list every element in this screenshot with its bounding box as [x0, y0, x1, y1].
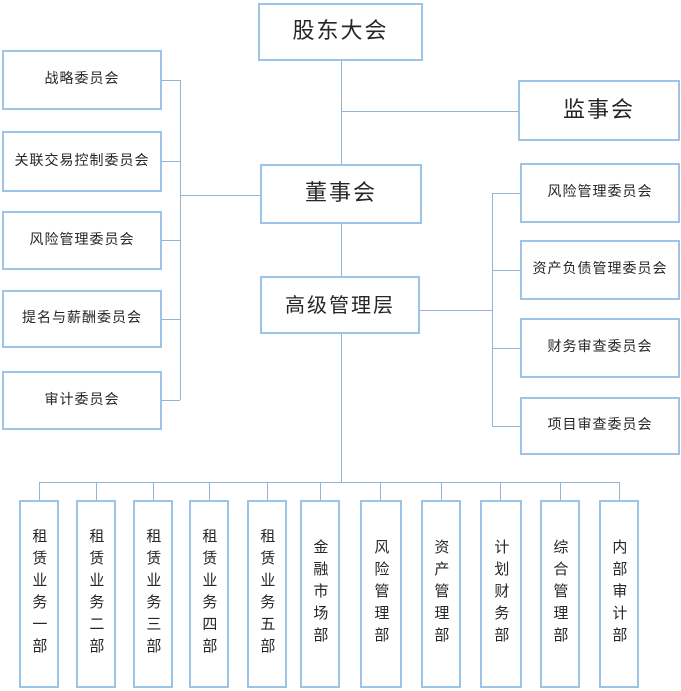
- connector-left-stub: [162, 240, 180, 241]
- connector-right-stub: [492, 426, 520, 427]
- connector-left-spine: [180, 80, 181, 400]
- connector-board-senior: [341, 224, 342, 276]
- connector-dept-stub: [209, 482, 210, 500]
- node-shareholders-meeting: 股东大会: [258, 3, 423, 61]
- connector-left-stub: [162, 319, 180, 320]
- connector-left-spine-board: [180, 195, 260, 196]
- connector-right-stub: [492, 193, 520, 194]
- node-dept-leasing-5: 租赁业务五部: [247, 500, 287, 688]
- connector-dept-stub: [441, 482, 442, 500]
- node-dept-leasing-3: 租赁业务三部: [133, 500, 173, 688]
- connector-dept-stub: [560, 482, 561, 500]
- node-dept-leasing-1: 租赁业务一部: [19, 500, 59, 688]
- connector-dept-stub: [153, 482, 154, 500]
- connector-dept-stub: [267, 482, 268, 500]
- node-nomination-remuneration-committee: 提名与薪酬委员会: [2, 290, 162, 348]
- connector-left-stub: [162, 161, 180, 162]
- node-dept-internal-audit: 内部审计部: [599, 500, 639, 688]
- connector-dept-stub: [320, 482, 321, 500]
- connector-dept-stub: [619, 482, 620, 500]
- connector-dept-stub: [96, 482, 97, 500]
- connector-right-spine: [492, 193, 493, 426]
- node-risk-management-committee-mgmt: 风险管理委员会: [520, 163, 680, 223]
- connector-right-stub: [492, 270, 520, 271]
- node-financial-review-committee: 财务审查委员会: [520, 318, 680, 378]
- node-supervisory-board: 监事会: [518, 80, 680, 141]
- node-dept-financial-markets: 金融市场部: [300, 500, 340, 688]
- node-strategy-committee: 战略委员会: [2, 50, 162, 110]
- connector-senior-right-spine: [420, 310, 492, 311]
- node-dept-planning-finance: 计划财务部: [480, 500, 522, 688]
- connector-supervisory-branch: [341, 111, 518, 112]
- connector-senior-departments: [341, 334, 342, 482]
- node-audit-committee: 审计委员会: [2, 371, 162, 430]
- connector-shareholders-board: [341, 61, 342, 164]
- node-dept-leasing-2: 租赁业务二部: [76, 500, 116, 688]
- node-board-of-directors: 董事会: [260, 164, 422, 224]
- node-related-transaction-control-committee: 关联交易控制委员会: [2, 131, 162, 192]
- connector-departments-bus: [39, 482, 620, 483]
- connector-dept-stub: [380, 482, 381, 500]
- connector-left-stub: [162, 400, 180, 401]
- node-dept-risk-management: 风险管理部: [360, 500, 402, 688]
- node-dept-leasing-4: 租赁业务四部: [189, 500, 229, 688]
- connector-dept-stub: [39, 482, 40, 500]
- node-senior-management: 高级管理层: [260, 276, 420, 334]
- node-dept-asset-management: 资产管理部: [421, 500, 461, 688]
- node-dept-general-administration: 综合管理部: [540, 500, 580, 688]
- connector-dept-stub: [500, 482, 501, 500]
- node-project-review-committee: 项目审查委员会: [520, 397, 680, 455]
- connector-left-stub: [162, 80, 180, 81]
- connector-right-stub: [492, 348, 520, 349]
- node-asset-liability-management-committee: 资产负债管理委员会: [520, 240, 680, 300]
- node-risk-management-committee-board: 风险管理委员会: [2, 211, 162, 270]
